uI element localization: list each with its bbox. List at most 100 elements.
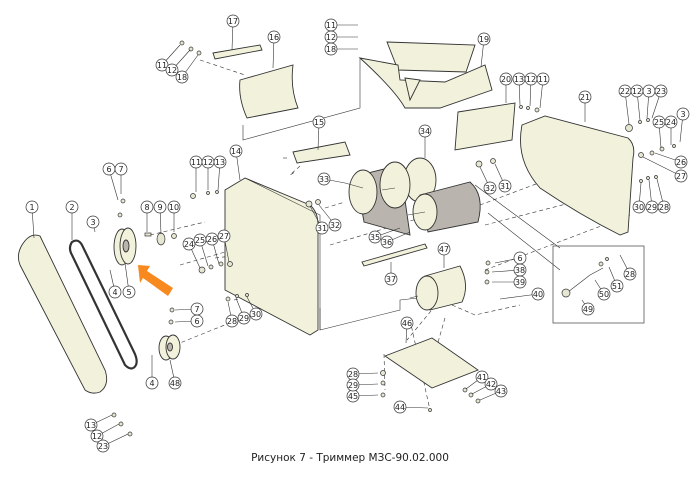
callout-part-42: 42 bbox=[471, 377, 498, 395]
callout-circle bbox=[384, 272, 398, 286]
callout-part-13: 13 bbox=[512, 72, 526, 106]
callout-circle bbox=[182, 237, 196, 251]
callout-part-9: 9 bbox=[153, 200, 167, 235]
callout-part-18: 18 bbox=[324, 42, 358, 56]
callout-number: 24 bbox=[666, 118, 676, 127]
callout-circle bbox=[217, 229, 231, 243]
callout-number: 41 bbox=[477, 373, 487, 382]
callout-number: 23 bbox=[98, 442, 108, 451]
callout-number: 6 bbox=[517, 254, 522, 263]
callout-circle bbox=[393, 400, 407, 414]
roller-assembly bbox=[344, 157, 481, 236]
callout-circle bbox=[674, 155, 688, 169]
callout-number: 42 bbox=[486, 380, 496, 389]
callout-circle bbox=[114, 162, 128, 176]
callout-part-23: 23 bbox=[651, 84, 668, 119]
callout-circle bbox=[623, 267, 637, 281]
callout-part-11: 11 bbox=[536, 72, 550, 109]
callout-number: 13 bbox=[215, 158, 225, 167]
v-belt bbox=[68, 239, 138, 370]
callout-circle bbox=[654, 84, 668, 98]
callout-part-25: 25 bbox=[193, 233, 209, 267]
callout-part-3: 3 bbox=[642, 84, 656, 119]
callout-circle bbox=[494, 384, 508, 398]
callout-circle bbox=[96, 439, 110, 453]
callout-number: 43 bbox=[496, 387, 506, 396]
callout-part-46: 46 bbox=[400, 316, 414, 344]
callout-part-31: 31 bbox=[309, 205, 329, 235]
callout-number: 38 bbox=[515, 266, 525, 275]
callout-part-28: 28 bbox=[346, 367, 379, 381]
right-side-wall bbox=[520, 115, 635, 236]
callout-number: 6 bbox=[194, 317, 199, 326]
callout-number: 26 bbox=[676, 158, 686, 167]
callout-part-5: 5 bbox=[122, 262, 136, 299]
callout-part-12: 12 bbox=[201, 155, 215, 190]
callout-number: 26 bbox=[207, 235, 217, 244]
motor-base-plate bbox=[384, 337, 479, 389]
callout-number: 3 bbox=[646, 87, 651, 96]
callout-number: 19 bbox=[479, 35, 489, 44]
callout-number: 44 bbox=[395, 403, 405, 412]
callout-circle bbox=[226, 14, 240, 28]
callout-part-48: 48 bbox=[168, 359, 182, 390]
callout-circle bbox=[65, 200, 79, 214]
callout-part-50: 50 bbox=[594, 279, 611, 301]
callout-part-30: 30 bbox=[246, 296, 263, 321]
callout-number: 3 bbox=[90, 218, 95, 227]
callout-part-27: 27 bbox=[642, 156, 688, 183]
large-pulley bbox=[113, 227, 137, 266]
callout-number: 25 bbox=[654, 118, 664, 127]
callout-number: 11 bbox=[538, 75, 548, 84]
callout-part-51: 51 bbox=[608, 266, 624, 293]
callout-part-34: 34 bbox=[418, 124, 432, 158]
callout-number: 46 bbox=[402, 319, 412, 328]
callout-number: 30 bbox=[634, 203, 644, 212]
callout-circle bbox=[632, 200, 646, 214]
callout-number: 48 bbox=[170, 379, 180, 388]
callout-part-40: 40 bbox=[499, 287, 545, 301]
callout-circle bbox=[312, 115, 326, 129]
callout-number: 8 bbox=[144, 203, 149, 212]
callout-circle bbox=[237, 311, 251, 325]
callout-circle bbox=[108, 285, 122, 299]
callout-part-11: 11 bbox=[189, 155, 203, 192]
callout-circle bbox=[153, 200, 167, 214]
callout-part-1: 1 bbox=[25, 200, 39, 239]
callout-circle bbox=[140, 200, 154, 214]
callout-number: 31 bbox=[317, 224, 327, 233]
callout-part-11: 11 bbox=[324, 18, 358, 32]
callout-circle bbox=[267, 30, 281, 44]
callout-number: 11 bbox=[326, 21, 336, 30]
callout-number: 27 bbox=[676, 172, 686, 181]
callout-part-12: 12 bbox=[524, 72, 538, 107]
callout-circle bbox=[676, 107, 690, 121]
callout-number: 35 bbox=[370, 233, 380, 242]
callout-number: 11 bbox=[191, 158, 201, 167]
callout-circle bbox=[536, 72, 550, 86]
callout-number: 24 bbox=[184, 240, 194, 249]
callout-number: 18 bbox=[177, 73, 187, 82]
callout-part-6: 6 bbox=[494, 251, 527, 265]
callout-number: 16 bbox=[269, 33, 279, 42]
callout-part-36: 36 bbox=[380, 231, 411, 249]
callout-part-18: 18 bbox=[175, 54, 199, 84]
callout-leader-line bbox=[642, 156, 682, 177]
callout-part-27: 27 bbox=[217, 229, 231, 263]
callout-number: 28 bbox=[659, 203, 669, 212]
callout-number: 9 bbox=[157, 203, 162, 212]
callout-number: 40 bbox=[533, 290, 543, 299]
callout-part-13: 13 bbox=[84, 414, 113, 432]
callout-part-39: 39 bbox=[492, 275, 527, 289]
callout-circle bbox=[483, 181, 497, 195]
callout-part-32: 32 bbox=[318, 204, 342, 232]
callout-number: 2 bbox=[69, 203, 74, 212]
callout-part-28: 28 bbox=[225, 301, 239, 328]
callout-number: 28 bbox=[348, 370, 358, 379]
callout-part-17: 17 bbox=[226, 14, 240, 51]
callout-part-29: 29 bbox=[346, 378, 379, 392]
callout-leader-line bbox=[499, 293, 539, 300]
callout-number: 13 bbox=[514, 75, 524, 84]
callout-number: 4 bbox=[112, 288, 117, 297]
